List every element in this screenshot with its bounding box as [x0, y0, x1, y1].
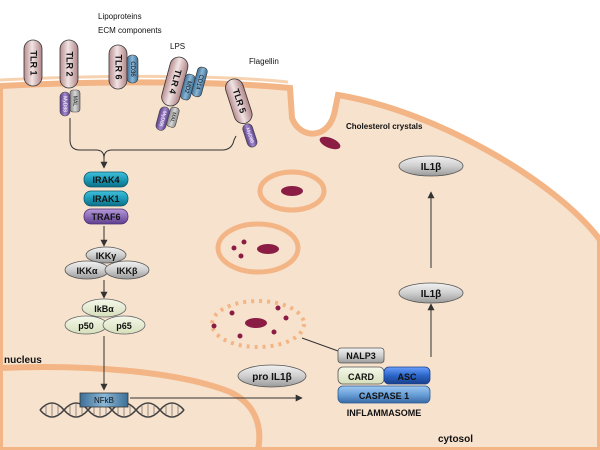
ikba-node: IkBα — [81, 298, 127, 318]
mal-adaptor: MAL — [69, 89, 81, 113]
il1b-cytosolic-node: IL1β — [398, 282, 464, 304]
asc-domain: ASC — [383, 366, 431, 385]
svg-text:TLR 6: TLR 6 — [114, 54, 124, 79]
svg-text:p65: p65 — [116, 321, 132, 331]
ikka-node: IKKα — [64, 260, 110, 280]
tlr1-receptor: TLR 1 — [23, 39, 43, 87]
svg-text:IRAK4: IRAK4 — [92, 175, 119, 185]
svg-text:TLR 2: TLR 2 — [65, 51, 75, 76]
crystal-fragment — [241, 239, 247, 245]
lipoproteins-label: Lipoproteins — [98, 12, 142, 21]
crystal — [245, 318, 267, 328]
ruptured-vesicle — [210, 299, 306, 349]
myd88-adaptor: MyD88 — [155, 106, 170, 131]
caspase1-node: CASPASE 1 — [337, 385, 431, 404]
svg-text:CD36: CD36 — [129, 61, 135, 77]
svg-text:CASPASE 1: CASPASE 1 — [359, 391, 409, 401]
irak1-node: IRAK1 — [83, 190, 129, 207]
cytosol-label: cytosol — [438, 434, 473, 445]
svg-text:CARD: CARD — [348, 372, 374, 382]
svg-text:NALP3: NALP3 — [346, 351, 376, 361]
ikkb-node: IKKβ — [104, 260, 150, 280]
myd88-adaptor: MyD88 — [242, 123, 258, 148]
lps-label: LPS — [170, 42, 185, 51]
pro-il1b-node: pro IL1β — [237, 364, 307, 388]
tlr4-complex: TLR 4 MD2 CD14 MAL MyD88 — [155, 56, 208, 131]
crystal-fragment — [283, 315, 289, 321]
svg-text:ASC: ASC — [397, 372, 417, 382]
ikkg-node: IKKγ — [85, 246, 127, 264]
svg-text:IKKγ: IKKγ — [96, 251, 117, 261]
myd88-adaptor: MyD88 — [59, 91, 71, 117]
tlr2-receptor: TLR 2 — [59, 39, 79, 89]
svg-text:pro IL1β: pro IL1β — [252, 372, 291, 383]
crystal-fragment — [271, 329, 277, 335]
traf6-node: TRAF6 — [83, 208, 129, 225]
nfkb-binding-site: NFkB — [79, 392, 129, 408]
svg-text:TRAF6: TRAF6 — [92, 212, 121, 222]
card-domain: CARD — [337, 366, 385, 385]
cholesterol-label: Cholesterol crystals — [346, 122, 423, 131]
crystal-fragment — [211, 323, 217, 329]
ecm-label: ECM components — [98, 26, 162, 35]
svg-text:MD2: MD2 — [183, 80, 192, 94]
crystal-fragment — [231, 245, 237, 251]
svg-text:IL1β: IL1β — [421, 289, 442, 300]
nucleus-label: nucleus — [4, 355, 42, 366]
cd14-coreceptor: CD14 — [191, 66, 208, 98]
svg-text:IRAK1: IRAK1 — [92, 194, 119, 204]
crystal — [257, 244, 279, 254]
svg-text:IkBα: IkBα — [94, 304, 114, 314]
crystal-fragment — [229, 310, 235, 316]
inflammasome-label: INFLAMMASOME — [347, 408, 422, 418]
svg-text:IL1β: IL1β — [421, 162, 442, 173]
nalp3-node: NALP3 — [337, 347, 385, 364]
svg-text:MAL: MAL — [168, 111, 177, 123]
flagellin-label: Flagellin — [249, 57, 279, 66]
cd36-coreceptor: CD36 — [126, 54, 139, 84]
crystal-fragment — [238, 253, 244, 259]
svg-text:IKKα: IKKα — [76, 266, 97, 276]
svg-text:p50: p50 — [78, 321, 94, 331]
tlr6-receptor: TLR 6 — [108, 44, 128, 90]
crystal — [281, 186, 303, 196]
svg-text:MAL: MAL — [72, 96, 78, 107]
svg-text:IKKβ: IKKβ — [117, 266, 138, 276]
svg-text:MyD88: MyD88 — [62, 96, 68, 112]
tlr5-receptor: TLR 5 — [225, 78, 253, 124]
svg-text:MyD88: MyD88 — [244, 127, 255, 144]
crystal-fragment — [237, 333, 243, 339]
il1b-secreted-node: IL1β — [398, 155, 464, 177]
svg-text:TLR 1: TLR 1 — [29, 50, 39, 75]
dna-helix — [39, 402, 185, 418]
svg-text:CD14: CD14 — [194, 74, 204, 91]
p65-node: p65 — [102, 315, 146, 335]
svg-text:MyD88: MyD88 — [157, 110, 167, 127]
p50-node: p50 — [64, 315, 108, 335]
svg-text:NFkB: NFkB — [94, 396, 114, 405]
irak4-node: IRAK4 — [83, 171, 129, 188]
crystal — [319, 136, 341, 150]
crystal-fragment — [275, 305, 281, 311]
tlr5-complex: TLR 5 MyD88 — [225, 78, 258, 148]
